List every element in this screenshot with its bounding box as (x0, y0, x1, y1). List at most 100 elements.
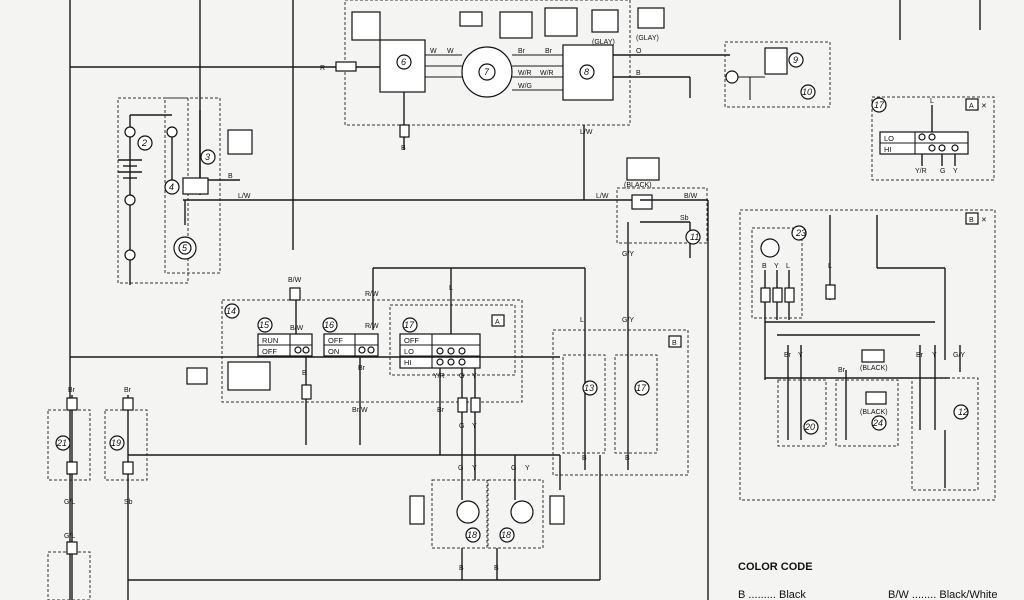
connector-diagram (637, 7, 665, 29)
connector-diagram (591, 9, 619, 33)
wire-label-GL: G/L (64, 499, 75, 506)
switch-contact (447, 347, 455, 355)
color-code-dots: ........ (911, 589, 937, 600)
switch-contact (918, 133, 926, 141)
letter-B-box (668, 335, 682, 348)
component-9-marker (788, 52, 804, 68)
connector (772, 287, 783, 303)
connector-diagram (351, 11, 381, 41)
component-20-box (777, 379, 827, 447)
component-18-marker (499, 527, 515, 543)
component-23-marker (791, 225, 807, 241)
connector-diagram (459, 11, 483, 27)
color-code-title: COLOR CODE (738, 561, 813, 573)
component-24-marker (871, 415, 887, 431)
wire-label-G: G (458, 465, 463, 472)
headlight-lamp (510, 500, 534, 524)
component-12-label: 12 (958, 407, 968, 417)
switch-contact (951, 144, 959, 152)
switch-contact (458, 358, 466, 366)
wire-label-B: B (401, 145, 406, 152)
connector-diagram (865, 391, 887, 405)
connector (470, 397, 481, 413)
relay-11-box (616, 187, 708, 244)
wire-label-B: B (625, 455, 630, 462)
handlebar-switch-box (221, 299, 523, 403)
component-3-label: 3 (205, 152, 210, 162)
component-9-relay (764, 47, 788, 75)
letter-B-box (965, 212, 979, 225)
light-switch-row-off: OFF (404, 336, 419, 345)
wire-label-L: L (580, 317, 584, 324)
terminal (124, 249, 136, 261)
connector (825, 284, 836, 300)
wire-label-RW: R/W (365, 323, 379, 330)
switch-17-inset-box (871, 96, 995, 181)
switch-contact (928, 133, 936, 141)
component-20-label: 20 (804, 422, 815, 432)
wire-label-Sb: Sb (680, 215, 689, 222)
color-code-name: Black/White (939, 589, 998, 600)
component-18-label: 18 (501, 530, 511, 540)
component-10-marker (800, 84, 816, 100)
component-15-label: 15 (259, 320, 270, 330)
headlight-left-box (431, 479, 488, 549)
component-24-label: 24 (872, 418, 883, 428)
wire-label-BW: B/W (288, 277, 302, 284)
letter-A-box (965, 98, 979, 111)
wire-label-Br: Br (358, 365, 366, 372)
component-21-marker (55, 435, 71, 451)
component-4-label: 4 (169, 182, 174, 192)
wire-label-Br: Br (437, 407, 445, 414)
component-2-marker (137, 135, 153, 151)
component-13-label: 13 (584, 383, 594, 393)
component-10-label: 10 (802, 87, 812, 97)
letter-B: B (672, 340, 677, 347)
connector-diagram (227, 129, 253, 155)
switch-contact (436, 358, 444, 366)
light-switch-row-lo: LO (404, 347, 414, 356)
component-17-label: 17 (874, 100, 885, 110)
wire-label-YR: Y/R (433, 373, 445, 380)
component-11-marker (685, 229, 701, 245)
wire-label-G: G (459, 423, 464, 430)
component-23-label: 23 (795, 228, 806, 238)
color-code-name: Black (778, 589, 806, 600)
wire-label-L: L (930, 98, 934, 105)
wire-label-B: B (636, 70, 641, 77)
wire-label-Y: Y (798, 352, 803, 359)
wire-label-BrW: Br/W (352, 407, 368, 414)
connector-R (335, 61, 357, 72)
connector-round (725, 70, 739, 84)
connector (66, 397, 78, 411)
component-9-label: 9 (793, 55, 798, 65)
switch-contact (447, 358, 455, 366)
switch-contact (458, 347, 466, 355)
wire-label-Br: Br (518, 48, 526, 55)
wire-label-Y: Y (472, 373, 477, 380)
connector-BW (289, 287, 301, 301)
letter-X: ✕ (981, 103, 987, 110)
color-code-entry: B/W ........ Black/White (888, 589, 997, 600)
variant-B-flasher-box (552, 329, 689, 476)
wire-label-G: G (511, 465, 516, 472)
connector-diagram (227, 361, 271, 391)
component-12-marker (953, 404, 969, 420)
main-switch-row-on: ON (328, 347, 339, 356)
wire-label-L: L (828, 263, 832, 270)
wire-label-Sb: Sb (124, 499, 133, 506)
wire-label-B: B (302, 370, 307, 377)
flasher-13-box (562, 354, 606, 454)
component-11-label: 11 (690, 232, 699, 242)
component-23-lamp (760, 238, 780, 258)
component-17-label: 17 (404, 320, 415, 330)
component-20-marker (803, 419, 819, 435)
wire-label-BW: B/W (684, 193, 698, 200)
connector-diagram (186, 367, 208, 385)
wire-label-Br: Br (838, 367, 846, 374)
wire-label-LW: L/W (238, 193, 251, 200)
wire-label-Y: Y (774, 263, 779, 270)
switch-contact (367, 346, 375, 354)
